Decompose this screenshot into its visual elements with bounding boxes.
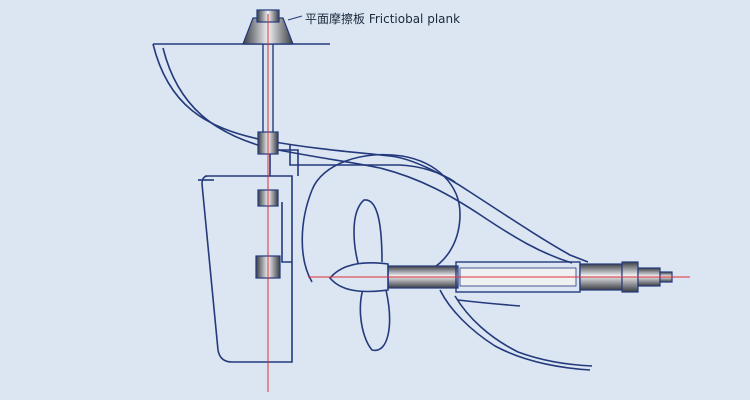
rudder-recess: [281, 202, 292, 263]
rudder-outline: [201, 175, 293, 363]
hull-outer-line: [152, 43, 589, 263]
aperture-front-line: [301, 189, 313, 283]
propeller-blade-upper: [353, 199, 383, 277]
rudder-blade: [198, 149, 299, 363]
hull-inner-line: [162, 47, 573, 264]
rudder-stock-housing: [269, 149, 299, 176]
skeg-top-line: [289, 145, 456, 183]
strut-line: [457, 299, 521, 307]
hull-bottom-line: [439, 289, 591, 371]
aperture-outline: [311, 153, 461, 271]
propeller-blade-lower: [359, 281, 391, 352]
callout-label: 平面摩擦板 Frictiobal plank: [305, 12, 461, 26]
propeller: [328, 199, 391, 352]
hull-bottom-inner-line: [454, 295, 593, 367]
callout-leader: [287, 15, 303, 21]
hull-outline: [152, 43, 593, 371]
